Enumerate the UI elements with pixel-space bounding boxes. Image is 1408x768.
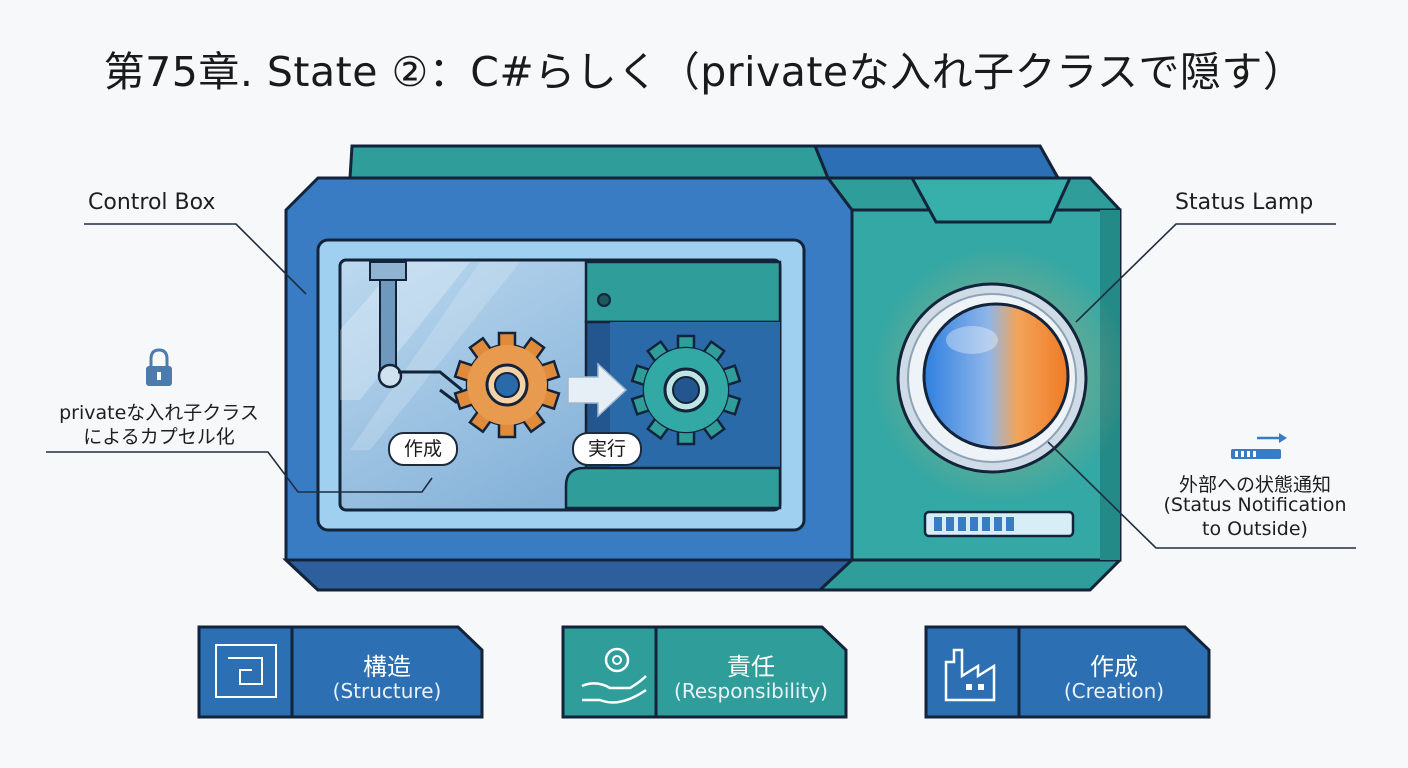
leader-lines <box>46 223 1356 549</box>
card-creation-shape <box>924 625 1211 719</box>
teal-gear-icon <box>630 334 742 446</box>
card-responsibility-subtitle: (Responsibility) <box>674 679 828 703</box>
arrow-icon <box>567 362 628 418</box>
create-step-badge: 作成 <box>388 432 459 466</box>
card-responsibility-title: 責任 <box>727 653 775 681</box>
card-creation-subtitle: (Creation) <box>1063 679 1165 703</box>
card-structure-shape <box>197 625 484 719</box>
page-title: 第75章. State ②：C#らしく（privateな入れ子クラスで隠す） <box>103 48 1305 96</box>
encapsulation-label-1: privateな入れ子クラス <box>59 402 259 424</box>
card-responsibility-shape <box>561 625 848 719</box>
encapsulation-label-2: によるカプセル化 <box>83 426 235 448</box>
card-structure-title: 構造 <box>363 653 411 681</box>
execute-step-badge: 実行 <box>572 432 643 466</box>
notification-label-1: 外部への状態通知 <box>1178 474 1331 496</box>
orange-gear-icon <box>453 331 561 439</box>
status-progress-bar <box>934 517 1014 531</box>
status-lamp-label: Status Lamp <box>1175 190 1314 215</box>
card-responsibility: 責任 (Responsibility) <box>563 627 843 717</box>
control-box-label: Control Box <box>88 190 216 215</box>
card-creation: 作成 (Creation) <box>926 627 1206 717</box>
notification-label-2: (Status Notification <box>1163 494 1347 516</box>
status-lamp-icon <box>870 245 1130 505</box>
card-creation-title: 作成 <box>1090 653 1138 681</box>
notification-label-3: to Outside) <box>1202 518 1308 540</box>
card-structure: 構造 (Structure) <box>199 627 479 717</box>
signal-arrow-icon <box>1231 433 1287 459</box>
lock-icon <box>146 348 172 386</box>
card-structure-subtitle: (Structure) <box>332 679 442 703</box>
